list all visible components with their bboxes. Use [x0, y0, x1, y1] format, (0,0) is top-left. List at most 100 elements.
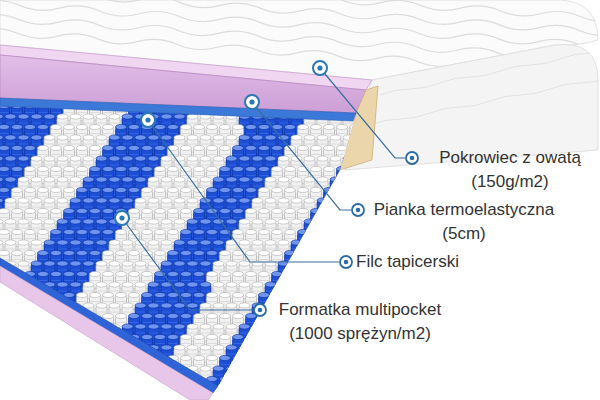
spring	[57, 345, 68, 380]
spring	[369, 114, 380, 149]
spring	[311, 355, 322, 390]
spring	[363, 355, 374, 390]
spring	[356, 114, 367, 149]
spring	[272, 355, 283, 390]
spring	[304, 93, 315, 128]
spring	[291, 261, 302, 296]
spring	[330, 345, 341, 380]
spring	[395, 219, 406, 254]
spring	[304, 345, 315, 380]
spring	[77, 376, 88, 400]
pocket-springs	[0, 93, 413, 400]
spring	[233, 376, 244, 400]
spring	[226, 366, 237, 400]
spring	[129, 376, 140, 400]
spring	[369, 93, 380, 128]
spring	[330, 219, 341, 254]
spring	[239, 366, 250, 400]
spring	[317, 366, 328, 400]
spring	[5, 387, 16, 400]
spring	[304, 219, 315, 254]
spring	[356, 156, 367, 191]
callout-markers	[115, 61, 327, 225]
spring	[83, 366, 94, 400]
spring	[70, 366, 81, 400]
spring	[389, 124, 400, 159]
spring	[343, 156, 354, 191]
spring	[330, 366, 341, 400]
spring	[363, 208, 374, 243]
spring	[259, 376, 270, 400]
spring	[402, 166, 413, 201]
spring	[64, 334, 75, 369]
spring	[246, 355, 257, 390]
spring	[226, 387, 237, 400]
spring	[369, 156, 380, 191]
spring	[291, 387, 302, 400]
spring	[77, 334, 88, 369]
spring	[337, 376, 348, 400]
bottom-cover	[0, 266, 213, 400]
spring	[356, 366, 367, 400]
spring	[330, 387, 341, 400]
spring	[64, 355, 75, 390]
spring	[233, 355, 244, 390]
spring	[395, 156, 406, 191]
spring	[317, 387, 328, 400]
spring	[324, 355, 335, 390]
spring	[356, 135, 367, 170]
spring	[38, 376, 49, 400]
spring	[311, 376, 322, 400]
spring	[298, 376, 309, 400]
spring	[142, 376, 153, 400]
callout-label: Filc tapicerski	[356, 250, 459, 274]
spring	[122, 366, 133, 400]
spring	[395, 345, 406, 380]
spring	[278, 366, 289, 400]
spring	[350, 355, 361, 390]
callout-label-box: Filc tapicerski	[356, 250, 459, 274]
spring	[356, 345, 367, 380]
spring	[31, 387, 42, 400]
spring	[90, 376, 101, 400]
spring	[363, 166, 374, 201]
spring	[31, 324, 42, 359]
spring	[272, 334, 283, 369]
spring	[18, 387, 29, 400]
spring	[12, 355, 23, 390]
spring	[64, 376, 75, 400]
spring	[376, 355, 387, 390]
spring	[5, 345, 16, 380]
spring	[148, 387, 159, 400]
spring	[25, 355, 36, 390]
spring	[12, 376, 23, 400]
spring	[311, 250, 322, 285]
spring	[0, 292, 10, 327]
spring	[5, 366, 16, 400]
spring	[31, 303, 42, 338]
label-markers	[254, 152, 418, 316]
spring	[246, 376, 257, 400]
spring	[38, 334, 49, 369]
spring	[291, 240, 302, 275]
spring	[317, 93, 328, 128]
spring	[402, 376, 413, 400]
spring	[350, 145, 361, 180]
spring	[25, 334, 36, 369]
spring	[304, 387, 315, 400]
spring	[356, 387, 367, 400]
spring	[350, 376, 361, 400]
leader-lines	[122, 68, 405, 310]
callout-label-box: Pokrowiec z owatą (150g/m2)	[425, 146, 595, 194]
spring	[337, 208, 348, 243]
spring	[252, 345, 263, 380]
spring	[90, 355, 101, 390]
felt-top	[0, 98, 356, 121]
spring	[252, 366, 263, 400]
spring	[369, 387, 380, 400]
spring	[389, 376, 400, 400]
spring	[317, 198, 328, 233]
spring	[298, 250, 309, 285]
spring	[0, 303, 3, 338]
spring	[122, 387, 133, 400]
